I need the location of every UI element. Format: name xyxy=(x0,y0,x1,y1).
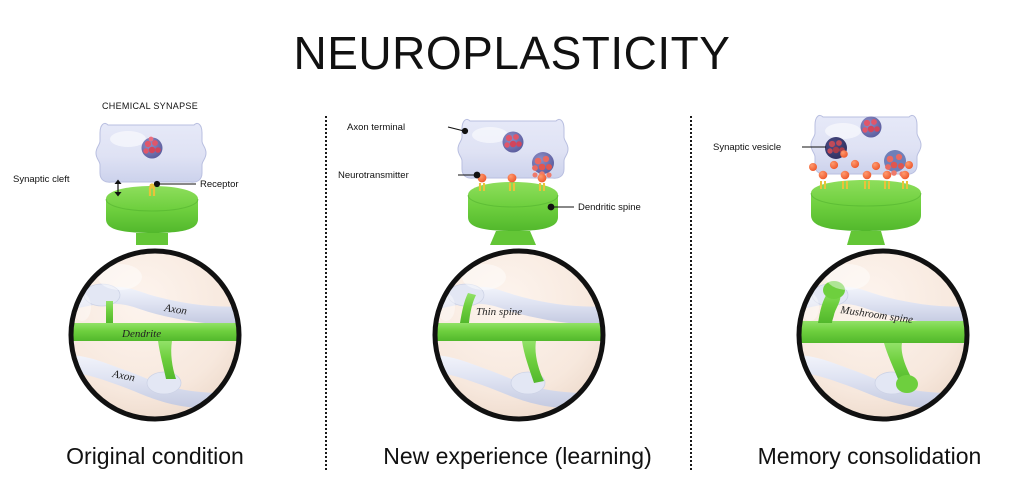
dendrite-stalk xyxy=(136,233,168,245)
caption-new-experience: New experience (learning) xyxy=(383,443,652,469)
axon-lower-bouton xyxy=(146,371,182,395)
panel-new-experience-synapse-diagram: Axon terminal Neurotransmitter Dendritic… xyxy=(338,118,641,245)
receptor-group xyxy=(477,173,547,191)
thin-spine-lower xyxy=(522,341,544,383)
spine-stub-upper xyxy=(106,301,113,323)
inset-border xyxy=(432,248,606,422)
label-synaptic-cleft: Synaptic cleft xyxy=(13,174,70,185)
synaptic-vesicle-cluster xyxy=(141,136,163,159)
dendritic-spine-head xyxy=(106,186,198,233)
caption-original-condition: Original condition xyxy=(66,443,244,469)
inset-gloss xyxy=(98,264,142,290)
neurotransmitter-leader-dot xyxy=(473,171,481,179)
axon-lower-fiber xyxy=(799,354,967,409)
axon-terminal-highlight xyxy=(110,131,146,147)
inset-contents xyxy=(799,264,967,409)
axon-lower-fiber xyxy=(71,354,239,409)
axon-terminal-highlight xyxy=(472,127,508,143)
receptor-group xyxy=(809,150,913,189)
panel-divider-2 xyxy=(690,116,692,470)
label-dendritic-spine: Dendritic spine xyxy=(578,202,641,213)
dendrite-stalk xyxy=(490,231,536,245)
inset-gloss xyxy=(826,264,870,290)
receptor-marker xyxy=(148,183,156,196)
panel-original-circle-inset: Axon Dendrite Axon xyxy=(68,248,242,422)
inset-contents xyxy=(435,264,603,409)
axon-terminal-leader-dot xyxy=(461,127,469,135)
dendritic-spine-leader-dot xyxy=(547,203,555,211)
synaptic-cleft-arrow xyxy=(114,179,122,197)
panel-memory-circle-inset: Mushroom spine xyxy=(796,248,970,422)
circle-label-thin-spine: Thin spine xyxy=(476,306,522,318)
neurotransmitter-free-6 xyxy=(840,150,848,158)
dendrite-shaft xyxy=(71,323,239,341)
diagram-title-chemical-synapse: CHEMICAL SYNAPSE xyxy=(102,101,198,111)
inset-gloss xyxy=(462,264,506,290)
neurotransmitter-free-5 xyxy=(905,161,913,169)
circle-label-dendrite: Dendrite xyxy=(121,328,161,340)
neurotransmitter-free-1 xyxy=(829,160,839,170)
mushroom-spine-lower xyxy=(884,343,914,384)
neurotransmitter-free-4 xyxy=(809,163,817,171)
axon-upper-bouton xyxy=(83,283,121,307)
neurotransmitter-free-2 xyxy=(850,159,860,169)
thin-spine-neck xyxy=(460,293,476,323)
inset-border xyxy=(796,248,970,422)
synaptic-vesicle-inner xyxy=(502,131,524,153)
dendritic-spine-head xyxy=(468,182,558,231)
axon-terminal-leader-line xyxy=(447,126,465,132)
receptor-leader-dot xyxy=(153,180,161,188)
page-title: NEUROPLASTICITY xyxy=(293,27,731,79)
spine-rim xyxy=(467,194,559,208)
dendritic-spine-head xyxy=(811,180,921,231)
label-synaptic-vesicle: Synaptic vesicle xyxy=(713,142,781,153)
dendrite-shaft xyxy=(435,323,603,341)
fusing-vesicle xyxy=(532,152,554,178)
axon-terminal-highlight xyxy=(825,123,861,139)
inset-contents xyxy=(71,264,239,409)
panel-original-synapse-diagram: CHEMICAL SYNAPSE Synaptic c xyxy=(13,101,239,245)
panel-memory-synapse-diagram: Synaptic vesicle xyxy=(713,114,922,245)
neurotransmitter-free-3 xyxy=(871,161,881,171)
mushroom-spine-head-lower xyxy=(896,375,918,393)
panel-new-experience-circle-inset: Thin spine xyxy=(432,248,606,422)
circle-label-axon-lower: Axon xyxy=(110,368,136,384)
label-receptor: Receptor xyxy=(200,179,239,190)
synaptic-vesicle-upper xyxy=(860,116,882,138)
spine-stub-lower xyxy=(158,341,176,379)
label-axon-terminal: Axon terminal xyxy=(347,122,405,133)
spine-rim xyxy=(105,198,199,212)
panel-divider-1 xyxy=(325,116,327,470)
circle-label-axon-upper: Axon xyxy=(163,302,189,318)
dendrite-stalk xyxy=(847,231,885,245)
label-neurotransmitter: Neurotransmitter xyxy=(338,170,409,181)
inset-border xyxy=(68,248,242,422)
spine-rim xyxy=(810,192,922,207)
caption-memory-consolidation: Memory consolidation xyxy=(757,443,982,469)
mushroom-spine-head-upper xyxy=(823,281,845,299)
axon-lower-fiber xyxy=(435,354,603,409)
dendrite-shaft xyxy=(799,321,967,343)
